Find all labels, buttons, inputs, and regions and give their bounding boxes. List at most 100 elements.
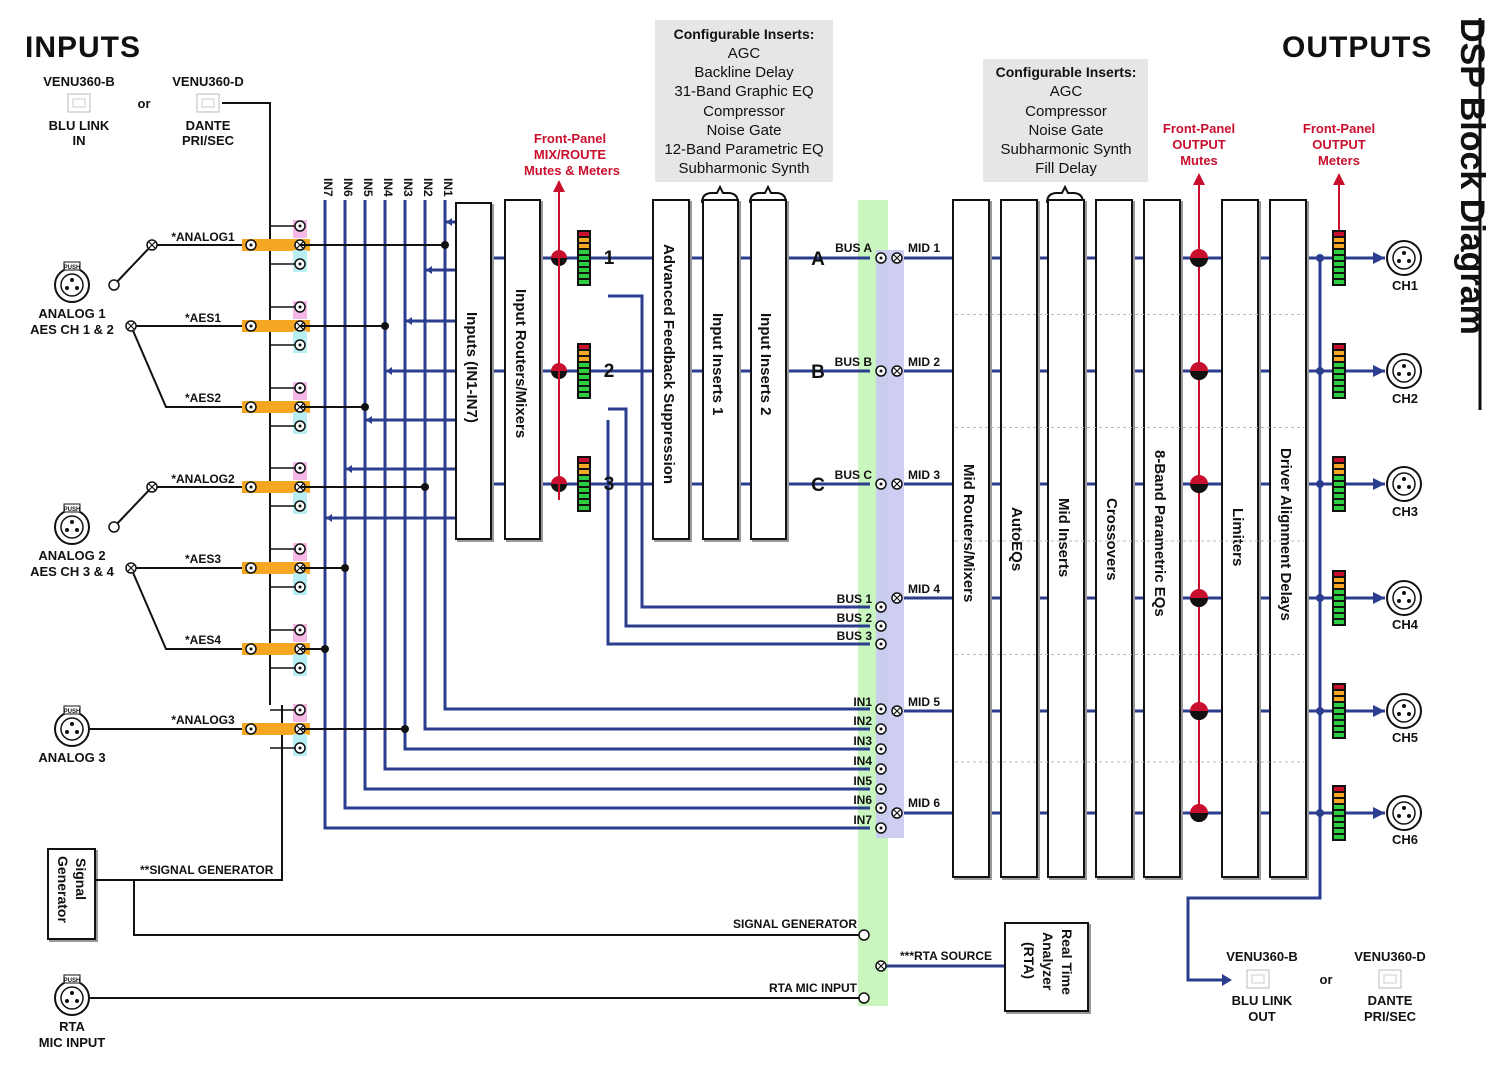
svg-text:Driver Alignment Delays: Driver Alignment Delays bbox=[1277, 448, 1294, 621]
svg-text:Configurable Inserts:: Configurable Inserts: bbox=[674, 26, 815, 42]
in-bus-labels: IN7 IN6 IN5 IN4 IN3 IN2 IN1 bbox=[321, 178, 455, 197]
configurable-inserts-2: Configurable Inserts: AGC Compressor Noi… bbox=[983, 59, 1148, 182]
arrow-icon bbox=[446, 218, 452, 226]
venu-d-model: VENU360-D bbox=[172, 74, 244, 89]
output-mute-half bbox=[1190, 711, 1208, 720]
meter-segment bbox=[1334, 357, 1344, 361]
meter-segment bbox=[1334, 572, 1344, 576]
mid-label: MID 5 bbox=[908, 695, 940, 709]
selector-bar bbox=[242, 401, 310, 413]
bus-label: BUS A bbox=[835, 241, 872, 255]
xlr-output-icon bbox=[1386, 693, 1422, 729]
bus-123-labels: BUS 1 BUS 2 BUS 3 bbox=[837, 592, 873, 643]
ethernet-port-notch bbox=[201, 98, 215, 108]
bus-label: BUS 3 bbox=[837, 629, 873, 643]
node-dot bbox=[298, 666, 302, 670]
mix-route-points bbox=[551, 230, 591, 512]
channel-label: *AES3 bbox=[185, 552, 221, 566]
in-bus-label: IN7 bbox=[321, 178, 335, 197]
tap-dot bbox=[321, 645, 329, 653]
connector-analog1: PUSH ANALOG 1 AES CH 1 & 2 bbox=[30, 261, 114, 337]
bus-label: BUS 2 bbox=[837, 611, 873, 625]
xlr-input-icon bbox=[54, 509, 90, 545]
arrow-icon bbox=[406, 317, 412, 325]
output-label: CH3 bbox=[1392, 504, 1418, 519]
configurable-inserts-1: Configurable Inserts: AGC Backline Delay… bbox=[655, 20, 833, 182]
block-driver-alignment: Driver Alignment Delays bbox=[1269, 199, 1307, 878]
meter-segment bbox=[1334, 262, 1344, 266]
meter-segment bbox=[579, 232, 589, 236]
meter-segment bbox=[579, 482, 589, 486]
meter-segment bbox=[1334, 506, 1344, 510]
meter-segment bbox=[1334, 280, 1344, 284]
bus-label: BUS B bbox=[835, 355, 873, 369]
svg-text:8-Band Parametric EQs: 8-Band Parametric EQs bbox=[1151, 450, 1168, 617]
output-blocks: Mid Routers/Mixers AutoEQs Mid Inserts C… bbox=[952, 199, 1307, 878]
meter-segment bbox=[1334, 268, 1344, 272]
arrow-right-icon bbox=[1373, 478, 1385, 490]
xlr-output-icon bbox=[1386, 795, 1422, 831]
venu-d-label1: DANTE bbox=[1368, 993, 1413, 1008]
meter-segment bbox=[579, 280, 589, 284]
selector-bar bbox=[242, 481, 310, 493]
front-panel-out-meters-label: Front-Panel OUTPUT Meters bbox=[1303, 121, 1375, 168]
arrow-icon bbox=[346, 465, 352, 473]
connector-label: ANALOG 2 bbox=[38, 548, 105, 563]
output-label: CH6 bbox=[1392, 832, 1418, 847]
meter-segment bbox=[1334, 590, 1344, 594]
meter-segment bbox=[1334, 482, 1344, 486]
meter-segment bbox=[579, 369, 589, 373]
channel-label: *ANALOG2 bbox=[171, 472, 235, 486]
inputs-heading: INPUTS bbox=[25, 31, 141, 64]
in-router-labels: IN1 IN2 IN3 IN4 IN5 IN6 IN7 bbox=[853, 695, 872, 827]
bus-letter: B bbox=[811, 362, 825, 383]
venu-b-label1: BLU LINK bbox=[49, 118, 110, 133]
in-router-label: IN6 bbox=[853, 793, 872, 807]
node-dot bbox=[879, 747, 883, 751]
node-dot bbox=[879, 605, 883, 609]
output-mute-half bbox=[1190, 484, 1208, 493]
meter-segment bbox=[579, 262, 589, 266]
xlr-pin bbox=[1397, 485, 1401, 489]
node-dot bbox=[879, 482, 883, 486]
xlr-output-icon bbox=[1386, 353, 1422, 389]
xlr-pin bbox=[1407, 372, 1411, 376]
in-bus-line bbox=[363, 200, 870, 791]
svg-text:(RTA): (RTA) bbox=[1021, 942, 1037, 979]
xlr-output-icon bbox=[1386, 580, 1422, 616]
svg-text:AGC: AGC bbox=[728, 45, 761, 62]
svg-text:Real Time: Real Time bbox=[1059, 929, 1075, 995]
meter-segment bbox=[1334, 727, 1344, 731]
meter-segment bbox=[1334, 829, 1344, 833]
xlr-pin bbox=[1402, 251, 1406, 255]
svg-text:OUTPUT: OUTPUT bbox=[1312, 137, 1366, 152]
bus-label: BUS C bbox=[835, 468, 873, 482]
arrow-up-icon bbox=[1333, 173, 1345, 185]
block-input-inserts-1: Input Inserts 1 bbox=[702, 199, 739, 540]
xlr-output-icon bbox=[1386, 240, 1422, 276]
mix-numbers: 1 2 3 bbox=[604, 248, 615, 495]
in-router-label: IN2 bbox=[853, 714, 872, 728]
meter-segment bbox=[579, 345, 589, 349]
node-dot bbox=[879, 369, 883, 373]
node-dot bbox=[249, 243, 253, 247]
venu-b-label1: BLU LINK bbox=[1232, 993, 1293, 1008]
node-dot bbox=[879, 767, 883, 771]
crosspoint-x bbox=[893, 254, 901, 262]
bus-letters: A B C bbox=[811, 249, 825, 496]
meter-segment bbox=[1334, 805, 1344, 809]
svg-text:Front-Panel: Front-Panel bbox=[1303, 121, 1375, 136]
xlr-input-icon bbox=[54, 980, 90, 1016]
venu-or: or bbox=[138, 96, 151, 111]
venu-b-model: VENU360-B bbox=[1226, 949, 1298, 964]
svg-text:PUSH: PUSH bbox=[64, 507, 81, 513]
output-connectors bbox=[1386, 240, 1422, 831]
meter-segment bbox=[579, 506, 589, 510]
arrow-icon bbox=[426, 266, 432, 274]
xlr-pin bbox=[1402, 591, 1406, 595]
arrow-icon bbox=[386, 367, 392, 375]
channel-label: *AES1 bbox=[185, 311, 221, 325]
node-dot bbox=[298, 305, 302, 309]
mid-labels: MID 1 MID 2 MID 3 MID 4 MID 5 MID 6 bbox=[908, 241, 940, 810]
xlr-output-ring bbox=[1392, 699, 1416, 723]
